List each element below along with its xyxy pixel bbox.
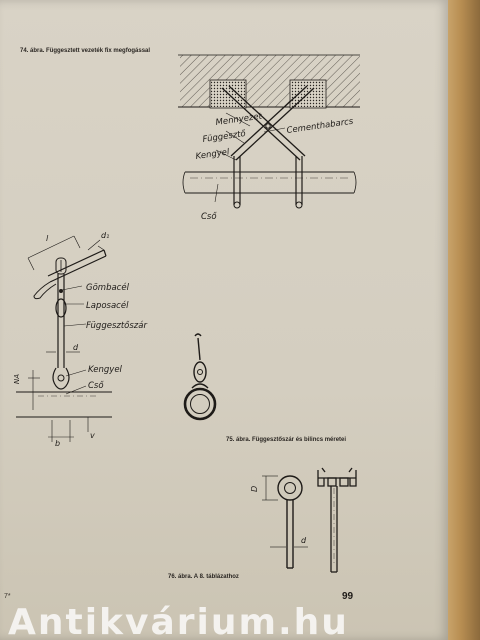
svg-text:D: D	[250, 486, 259, 492]
watermark-text: Antikvárium.hu	[8, 603, 349, 640]
corner-mark: 7*	[4, 593, 11, 600]
label-pipe-74: Cső	[201, 212, 217, 222]
figure-74-caption: 74. ábra. Függesztett vezeték fix megfog…	[20, 48, 151, 54]
figure-75-drawing	[183, 333, 217, 421]
label-cement: Cementhabarcs	[286, 117, 354, 136]
svg-text:l: l	[46, 234, 49, 243]
figure-75-caption: 75. ábra. Függesztőszár és bilincs méret…	[226, 437, 347, 443]
label-pipe-detail: Cső	[88, 381, 104, 391]
label-clamp: Kengyel	[195, 147, 231, 162]
u-bolt-clamp	[317, 467, 357, 573]
ceiling-slab	[180, 55, 360, 107]
svg-text:d: d	[301, 536, 307, 545]
label-hanger: Függesztő	[202, 129, 247, 145]
figure-76-caption: 76. ábra. A 8. táblázathoz	[168, 574, 239, 580]
svg-text:d₁: d₁	[101, 231, 109, 240]
book-edge	[448, 0, 480, 640]
svg-text:d: d	[73, 343, 79, 352]
figure-76-drawing: D d	[250, 467, 357, 573]
label-clamp-detail: Kengyel	[88, 365, 123, 375]
crossed-hangers	[221, 85, 315, 161]
hanger-detail-drawing: l d₁	[13, 231, 147, 448]
svg-text:v: v	[90, 431, 95, 440]
pipe-elevation	[182, 171, 357, 194]
label-round-steel: Gömbacél	[86, 282, 130, 293]
label-ceiling: Mennyezet	[215, 111, 263, 127]
label-flat-steel: Laposacél	[86, 300, 129, 311]
svg-text:NA: NA	[13, 374, 21, 384]
page-number: 99	[342, 591, 354, 602]
svg-text:b: b	[55, 439, 60, 448]
figure-74-drawing: Mennyezet Függesztő Kengyel Cementhabarc…	[178, 54, 360, 222]
label-hanger-rod: Függesztőszár	[86, 321, 147, 331]
